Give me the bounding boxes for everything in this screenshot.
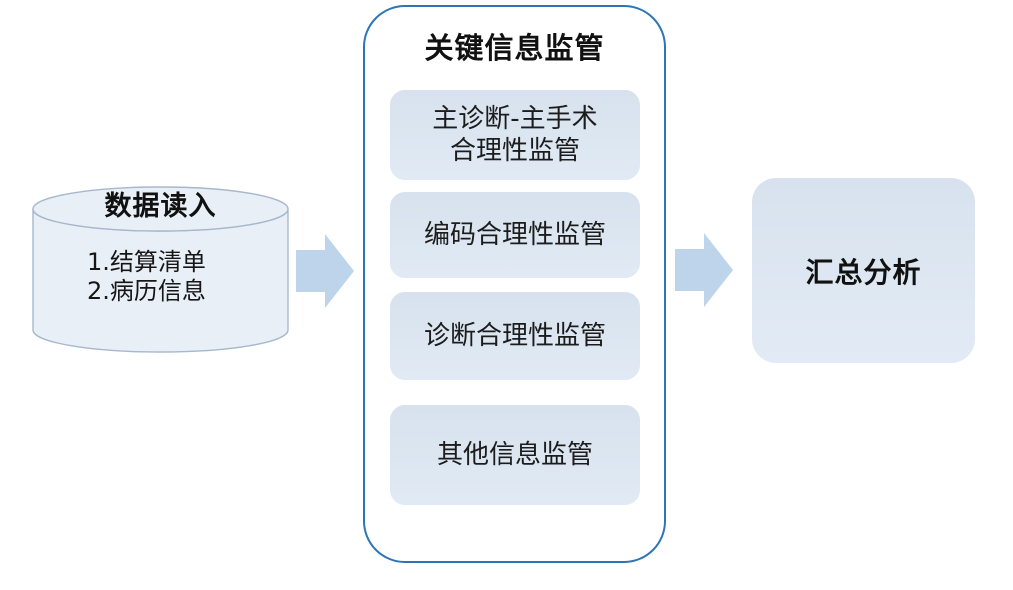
summary-analysis-box: 汇总分析 bbox=[752, 178, 975, 363]
box-label-line: 主诊断-主手术 bbox=[432, 104, 598, 134]
cylinder-item: 2.病历信息 bbox=[87, 277, 206, 305]
box-label: 编码合理性监管 bbox=[423, 220, 606, 250]
cylinder-item-list: 1.结算清单 2.病历信息 bbox=[87, 248, 206, 306]
box-label-line: 合理性监管 bbox=[449, 136, 580, 166]
flow-arrow-icon bbox=[296, 234, 354, 308]
supervision-box-main-diagnosis-surgery: 主诊断-主手术 合理性监管 bbox=[390, 90, 640, 180]
supervision-box-coding: 编码合理性监管 bbox=[390, 192, 640, 278]
supervision-panel: 关键信息监管 主诊断-主手术 合理性监管 编码合理性监管 诊断合理性监管 其他信… bbox=[363, 5, 666, 563]
supervision-box-diagnosis: 诊断合理性监管 bbox=[390, 292, 640, 380]
panel-title: 关键信息监管 bbox=[424, 31, 605, 65]
box-label: 诊断合理性监管 bbox=[423, 321, 606, 351]
cylinder-title: 数据读入 bbox=[104, 191, 217, 222]
box-label: 主诊断-主手术 合理性监管 bbox=[432, 103, 597, 167]
box-label: 其他信息监管 bbox=[436, 440, 593, 470]
cylinder-shape-icon bbox=[32, 186, 289, 353]
data-input-cylinder: 数据读入 1.结算清单 2.病历信息 bbox=[32, 186, 289, 353]
supervision-box-other-info: 其他信息监管 bbox=[390, 405, 640, 505]
flow-arrow-icon bbox=[675, 233, 733, 307]
summary-title: 汇总分析 bbox=[805, 255, 922, 289]
cylinder-item: 1.结算清单 bbox=[87, 248, 206, 276]
